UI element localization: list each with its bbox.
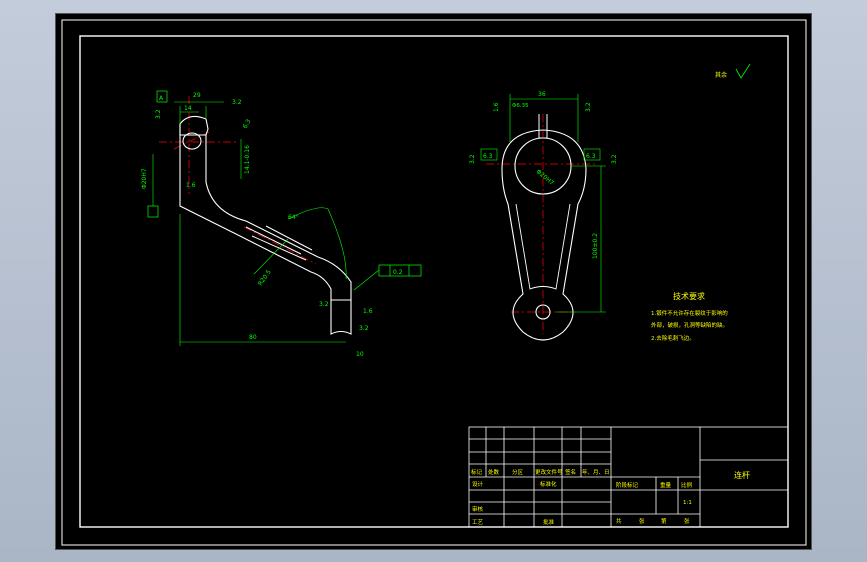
right-view: 36 Φ6.35 100±0.2 Φ20H7 6.3 6.3 1.6 3.2 3… [469,91,618,341]
cad-drawing[interactable]: 其余 29 14 A Φ20H7 14.1-0.16 64° R20.5 [56,14,813,551]
title-block [468,426,789,528]
left-rough-6: 3.2 [232,99,242,106]
left-bore [182,132,202,150]
left-dim-top-text: 29 [193,92,201,99]
drawing-viewport[interactable]: 其余 29 14 A Φ20H7 14.1-0.16 64° R20.5 [55,13,812,550]
tb-standardization: 标准化 [540,480,557,488]
right-dim-top-text: 36 [538,91,546,98]
left-rough-2: 6.3 [242,118,253,130]
left-dim-side-text: Φ20H7 [141,168,148,189]
right-rough-3: 3.2 [469,154,476,164]
tb-header-0: 标记 [471,468,483,476]
right-dim-height-text: 100±0.2 [592,233,599,259]
left-tol-value: 0.2 [393,269,403,276]
left-rib-line1 [245,226,302,255]
left-datum-text: A [159,95,164,102]
left-small-dim-2: 10 [356,351,364,358]
tb-sheet-total: 共 [616,517,622,525]
tech-req-item-2: 外部，破损，孔洞等缺陷的缺。 [651,321,728,329]
left-dim-height-text: 14.1-0.16 [244,145,251,174]
left-rough-5: 3.2 [359,325,369,332]
left-dim-angle-text: 64° [288,214,299,221]
tech-req-item-1: 1.锻件不允许存在裂纹于影响的 [651,309,728,317]
roughness-symbol-icon [735,63,751,79]
left-small-dim-1: 1.6 [363,308,373,315]
left-dim-length-text: 80 [249,334,257,341]
left-rough-1: 3.2 [155,109,162,119]
left-dim-diag-line [253,238,289,275]
tb-header-5: 年、月、日 [582,468,610,476]
left-datum-box [156,90,168,103]
tb-scale-value: 1:1 [683,500,692,506]
tb-scale-label: 比例 [681,481,693,489]
tb-approve: 批准 [543,518,555,526]
left-angle-arc [287,207,347,280]
tb-designer: 设计 [472,480,484,488]
left-dim-diag-text: R20.5 [257,269,273,288]
left-boss-top [179,124,206,136]
tb-weight-label: 重量 [660,481,672,489]
left-datum-box-bottom [147,205,159,218]
left-rough-3: 1.6 [186,182,196,189]
roughness-note-label: 其余 [715,71,727,79]
left-dim-14-text: 14 [184,105,192,112]
right-dim-left-box [480,148,498,161]
left-rib-line3 [265,225,313,251]
title-block-text: 标记 处数 分区 更改文件号 签名 年、月、日 设计 标准化 审核 工艺 批准 … [471,468,750,526]
left-centerline-arm [243,226,317,265]
tb-part-name: 连杆 [734,470,750,480]
right-inner-rib [515,203,571,290]
right-dim-right-box [583,148,601,161]
tb-header-1: 处数 [488,468,500,476]
right-rough-4: 3.2 [611,154,618,164]
left-rough-4: 3.2 [319,301,329,308]
tech-req-title: 技术要求 [673,291,705,301]
right-dim-r-text: Φ20H7 [535,168,555,187]
right-part-outline [501,129,587,341]
left-tol-leader [353,269,380,291]
right-rough-1: 1.6 [493,102,500,112]
tb-reviewer: 审核 [472,505,484,513]
tech-req-item-3: 2.去除毛刺飞边。 [651,334,695,342]
left-foot-bottom [330,300,352,335]
right-keyway [538,114,548,139]
tb-header-3: 更改文件号 [535,468,563,476]
tb-sheet-num: 第 [661,517,667,525]
tb-sheet-unit2: 张 [684,517,690,525]
inner-drawing-frame [79,35,789,528]
right-small-bore [535,304,551,320]
outer-sheet-border [61,19,807,546]
left-tol-frame [378,264,422,277]
left-view: 29 14 A Φ20H7 14.1-0.16 64° R20.5 80 0.2… [141,90,422,358]
right-dim-top-small: Φ6.35 [512,103,529,109]
tb-stage-label: 阶段标记 [616,481,639,489]
tb-header-4: 签名 [565,468,576,476]
right-dim-left-text: 6.3 [483,153,493,160]
right-rough-2: 3.2 [585,102,592,112]
technical-requirements: 技术要求 1.锻件不允许存在裂纹于影响的 外部，破损，孔洞等缺陷的缺。 2.去除… [651,291,728,342]
tb-header-2: 分区 [512,468,524,476]
tb-sheet-unit: 张 [639,517,645,525]
right-dim-right-text: 6.3 [586,153,596,160]
tb-process: 工艺 [472,519,484,526]
